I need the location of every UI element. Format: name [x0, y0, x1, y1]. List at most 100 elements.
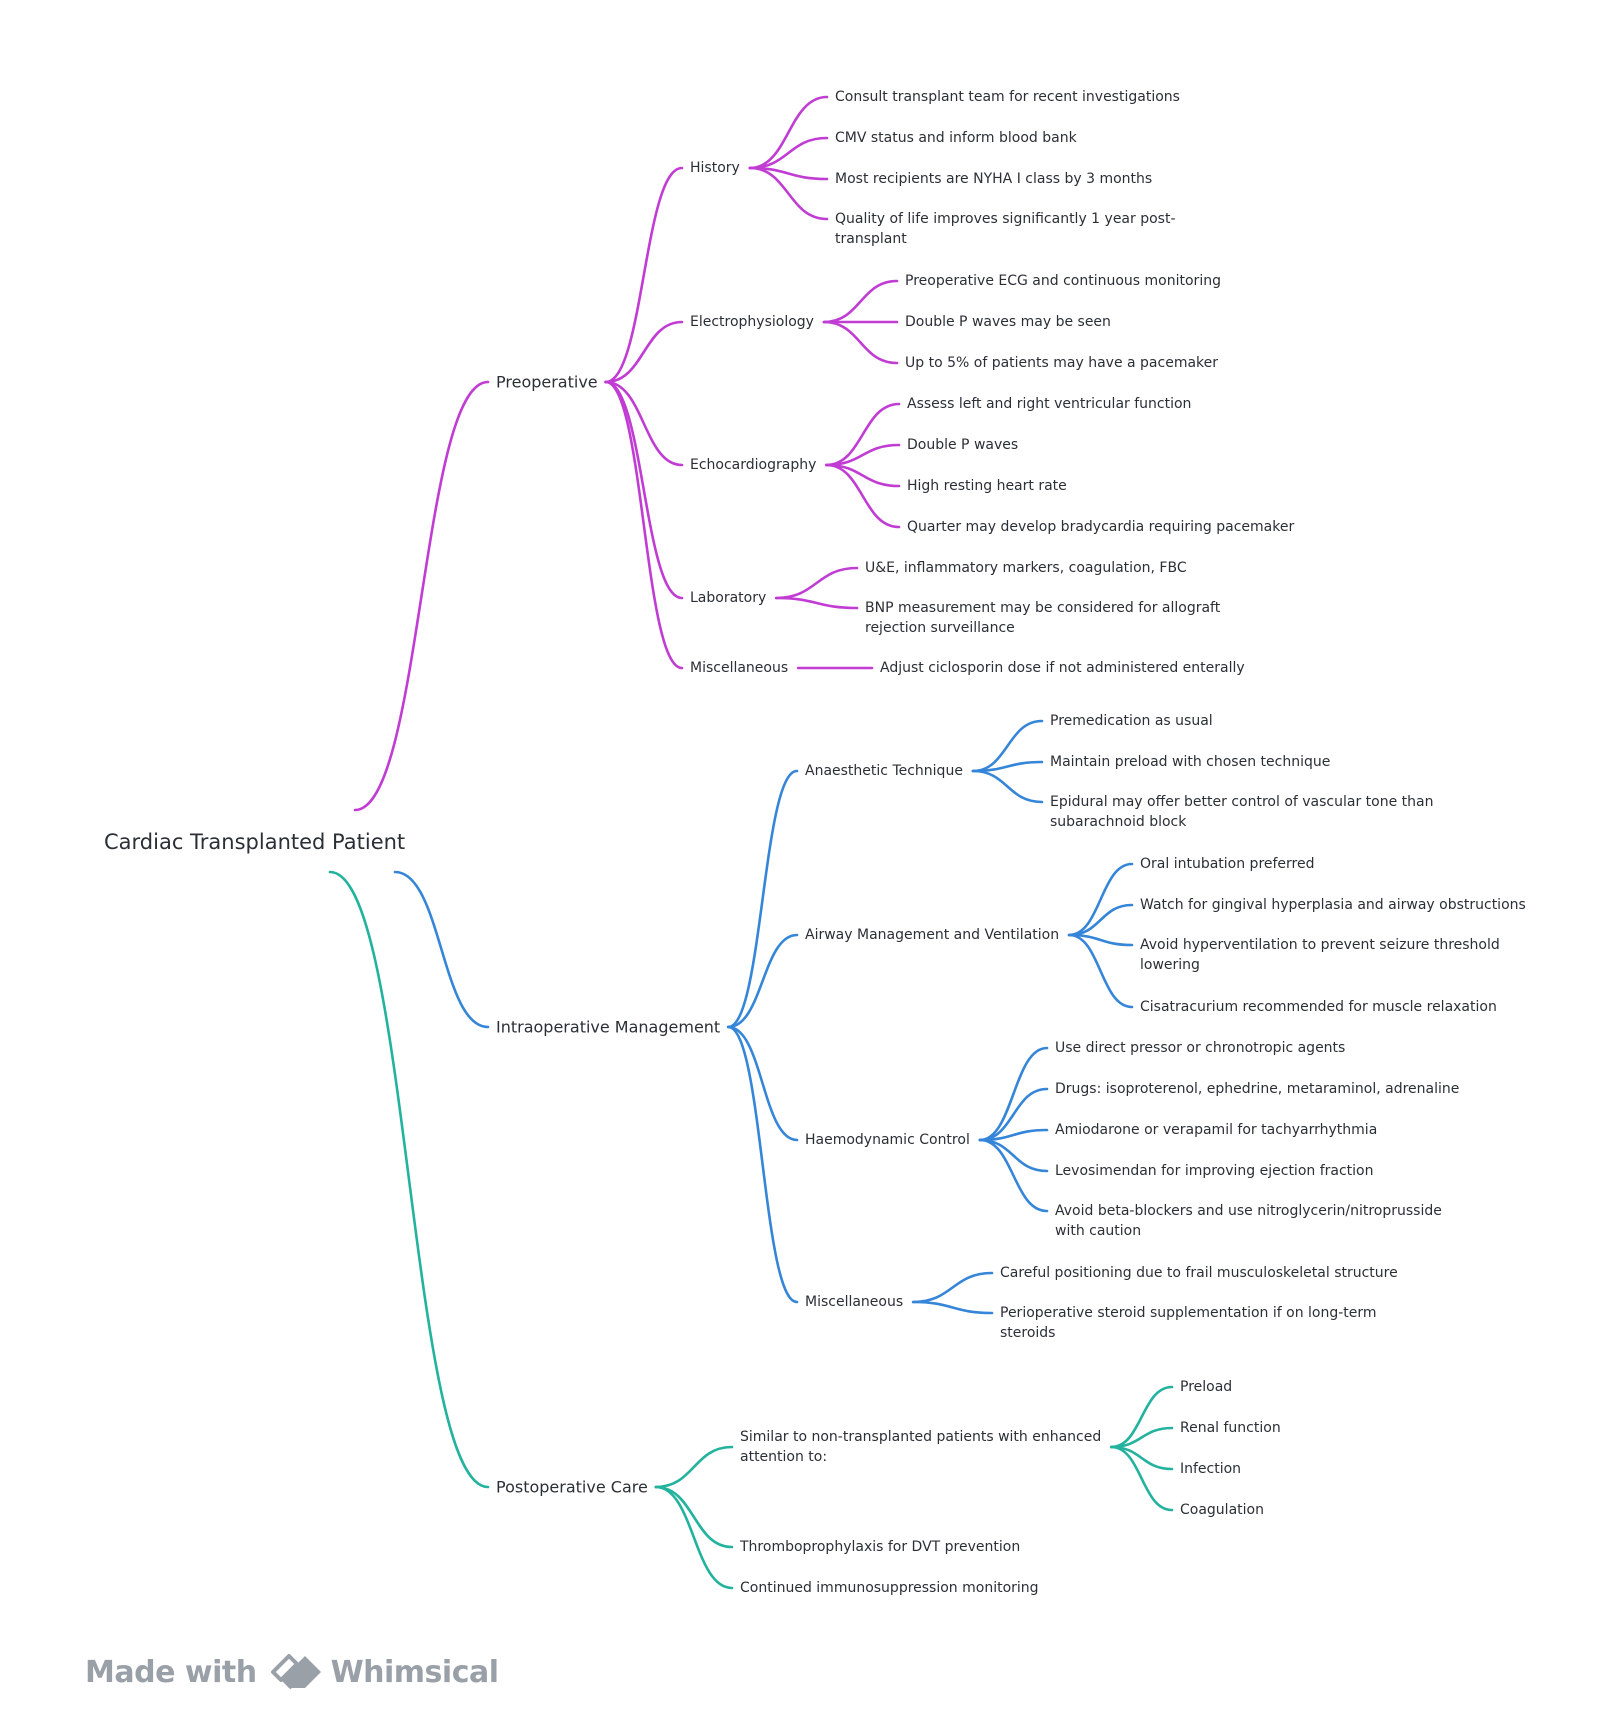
leaf-preoperative-3-0[interactable]: U&E, inflammatory markers, coagulation, … — [865, 560, 1187, 576]
edge-postoperative-2 — [654, 1485, 734, 1590]
leaf-preoperative-2-0[interactable]: Assess left and right ventricular functi… — [907, 396, 1191, 412]
edge-preoperative-0-3 — [748, 166, 829, 221]
node-preoperative-3[interactable]: Laboratory — [690, 590, 766, 606]
edge-preoperative-2 — [604, 380, 684, 467]
root-node[interactable]: Cardiac Transplanted Patient — [104, 830, 405, 854]
branch-intraoperative-line: Intraoperative Management — [496, 1018, 720, 1037]
watermark-prefix: Made with — [85, 1654, 257, 1690]
leaf-postoperative-0-2[interactable]: Infection — [1180, 1461, 1241, 1477]
leaf-intraoperative-0-1-line: Maintain preload with chosen technique — [1050, 754, 1330, 770]
leaf-preoperative-0-3[interactable]: Quality of life improves significantly 1… — [835, 211, 1176, 247]
leaf-intraoperative-2-2[interactable]: Amiodarone or verapamil for tachyarrhyth… — [1055, 1122, 1377, 1138]
leaf-intraoperative-3-0[interactable]: Careful positioning due to frail musculo… — [1000, 1265, 1398, 1281]
edge-intraoperative-2-4 — [978, 1138, 1049, 1213]
leaf-postoperative-0-1[interactable]: Renal function — [1180, 1420, 1281, 1436]
edge-postoperative-0 — [654, 1445, 734, 1489]
leaf-intraoperative-1-2[interactable]: Avoid hyperventilation to prevent seizur… — [1140, 937, 1500, 973]
leaf-preoperative-1-0[interactable]: Preoperative ECG and continuous monitori… — [905, 273, 1221, 289]
node-postoperative-2-line: Continued immunosuppression monitoring — [740, 1580, 1039, 1596]
edge-intraoperative-1-3 — [1067, 933, 1134, 1009]
leaf-intraoperative-2-4-line: with caution — [1055, 1223, 1141, 1239]
leaf-intraoperative-2-4[interactable]: Avoid beta-blockers and use nitroglyceri… — [1055, 1203, 1442, 1239]
edge-preoperative-4 — [604, 380, 684, 670]
node-postoperative-2[interactable]: Continued immunosuppression monitoring — [740, 1580, 1039, 1596]
leaf-preoperative-3-1[interactable]: BNP measurement may be considered for al… — [865, 600, 1221, 636]
leaf-intraoperative-2-0-line: Use direct pressor or chronotropic agent… — [1055, 1040, 1345, 1056]
whimsical-watermark[interactable]: Made with Whimsical — [85, 1650, 499, 1694]
leaf-preoperative-1-1[interactable]: Double P waves may be seen — [905, 314, 1111, 330]
edge-preoperative-0-1 — [748, 136, 829, 170]
branch-intraoperative[interactable]: Intraoperative Management — [496, 1018, 720, 1037]
edge-intraoperative-2 — [726, 1025, 799, 1142]
leaf-intraoperative-1-3[interactable]: Cisatracurium recommended for muscle rel… — [1140, 999, 1497, 1015]
edge-root-intraoperative — [393, 870, 490, 1029]
edge-preoperative-3 — [604, 380, 684, 600]
node-preoperative-0[interactable]: History — [690, 160, 740, 176]
leaf-preoperative-1-2-line: Up to 5% of patients may have a pacemake… — [905, 355, 1218, 371]
leaf-preoperative-0-2-line: Most recipients are NYHA I class by 3 mo… — [835, 171, 1152, 187]
edge-preoperative-0 — [604, 166, 684, 384]
leaf-intraoperative-2-3[interactable]: Levosimendan for improving ejection frac… — [1055, 1163, 1374, 1179]
leaf-postoperative-0-0[interactable]: Preload — [1180, 1379, 1232, 1395]
leaf-preoperative-0-3-line: Quality of life improves significantly 1… — [835, 211, 1176, 227]
edge-preoperative-2-3 — [825, 463, 901, 529]
leaf-preoperative-0-1[interactable]: CMV status and inform blood bank — [835, 130, 1078, 146]
node-preoperative-1-line: Electrophysiology — [690, 314, 814, 330]
leaf-intraoperative-3-1[interactable]: Perioperative steroid supplementation if… — [1000, 1305, 1377, 1341]
edge-intraoperative-2-1 — [978, 1087, 1049, 1142]
leaf-intraoperative-1-1[interactable]: Watch for gingival hyperplasia and airwa… — [1140, 897, 1526, 913]
edge-intraoperative-2-0 — [978, 1046, 1049, 1142]
leaf-intraoperative-2-1-line: Drugs: isoproterenol, ephedrine, metaram… — [1055, 1081, 1459, 1097]
leaf-preoperative-0-0[interactable]: Consult transplant team for recent inves… — [835, 89, 1180, 105]
leaf-intraoperative-3-0-line: Careful positioning due to frail musculo… — [1000, 1265, 1398, 1281]
branch-preoperative[interactable]: Preoperative — [496, 373, 598, 392]
node-intraoperative-0[interactable]: Anaesthetic Technique — [805, 763, 963, 779]
leaf-intraoperative-3-1-line: steroids — [1000, 1325, 1055, 1341]
leaf-preoperative-3-1-line: BNP measurement may be considered for al… — [865, 600, 1221, 616]
leaf-intraoperative-0-2[interactable]: Epidural may offer better control of vas… — [1050, 794, 1433, 830]
leaf-preoperative-2-2[interactable]: High resting heart rate — [907, 478, 1067, 494]
node-postoperative-0[interactable]: Similar to non-transplanted patients wit… — [740, 1429, 1101, 1465]
edge-intraoperative-2-3 — [978, 1138, 1049, 1173]
node-intraoperative-3[interactable]: Miscellaneous — [805, 1294, 903, 1310]
leaf-intraoperative-1-0[interactable]: Oral intubation preferred — [1140, 856, 1315, 872]
leaf-intraoperative-1-2-line: Avoid hyperventilation to prevent seizur… — [1140, 937, 1500, 953]
node-intraoperative-2[interactable]: Haemodynamic Control — [805, 1132, 970, 1148]
leaf-intraoperative-1-2-line: lowering — [1140, 957, 1200, 973]
leaf-intraoperative-0-2-line: subarachnoid block — [1050, 814, 1187, 830]
branch-postoperative[interactable]: Postoperative Care — [496, 1478, 648, 1497]
leaf-preoperative-2-0-line: Assess left and right ventricular functi… — [907, 396, 1191, 412]
leaf-preoperative-0-3-line: transplant — [835, 231, 907, 247]
leaf-preoperative-3-1-line: rejection surveillance — [865, 620, 1015, 636]
leaf-preoperative-4-0-line: Adjust ciclosporin dose if not administe… — [880, 660, 1245, 676]
edge-intraoperative-1 — [726, 933, 799, 1029]
leaf-intraoperative-3-1-line: Perioperative steroid supplementation if… — [1000, 1305, 1377, 1321]
node-intraoperative-1[interactable]: Airway Management and Ventilation — [805, 927, 1059, 943]
leaf-preoperative-1-1-line: Double P waves may be seen — [905, 314, 1111, 330]
leaf-preoperative-2-3[interactable]: Quarter may develop bradycardia requirin… — [907, 519, 1294, 535]
root-node-line: Cardiac Transplanted Patient — [104, 830, 405, 854]
leaf-intraoperative-1-3-line: Cisatracurium recommended for muscle rel… — [1140, 999, 1497, 1015]
leaf-preoperative-1-2[interactable]: Up to 5% of patients may have a pacemake… — [905, 355, 1218, 371]
leaf-preoperative-2-1-line: Double P waves — [907, 437, 1018, 453]
leaf-intraoperative-0-2-line: Epidural may offer better control of vas… — [1050, 794, 1433, 810]
leaf-preoperative-2-1[interactable]: Double P waves — [907, 437, 1018, 453]
edge-intraoperative-3-1 — [911, 1300, 994, 1315]
node-postoperative-1[interactable]: Thromboprophylaxis for DVT prevention — [739, 1539, 1020, 1555]
edge-intraoperative-1-0 — [1067, 862, 1134, 937]
leaf-intraoperative-2-0[interactable]: Use direct pressor or chronotropic agent… — [1055, 1040, 1345, 1056]
node-postoperative-0-line: attention to: — [740, 1449, 827, 1465]
leaf-postoperative-0-3[interactable]: Coagulation — [1180, 1502, 1264, 1518]
leaf-intraoperative-0-0[interactable]: Premedication as usual — [1050, 713, 1213, 729]
leaf-preoperative-0-2[interactable]: Most recipients are NYHA I class by 3 mo… — [835, 171, 1152, 187]
node-preoperative-2[interactable]: Echocardiography — [690, 457, 816, 473]
node-intraoperative-2-line: Haemodynamic Control — [805, 1132, 970, 1148]
leaf-intraoperative-2-1[interactable]: Drugs: isoproterenol, ephedrine, metaram… — [1055, 1081, 1459, 1097]
node-preoperative-1[interactable]: Electrophysiology — [690, 314, 814, 330]
node-postoperative-0-line: Similar to non-transplanted patients wit… — [740, 1429, 1101, 1445]
leaf-preoperative-4-0[interactable]: Adjust ciclosporin dose if not administe… — [880, 660, 1245, 676]
leaf-preoperative-2-3-line: Quarter may develop bradycardia requirin… — [907, 519, 1294, 535]
leaf-intraoperative-0-1[interactable]: Maintain preload with chosen technique — [1050, 754, 1330, 770]
node-preoperative-4[interactable]: Miscellaneous — [690, 660, 788, 676]
